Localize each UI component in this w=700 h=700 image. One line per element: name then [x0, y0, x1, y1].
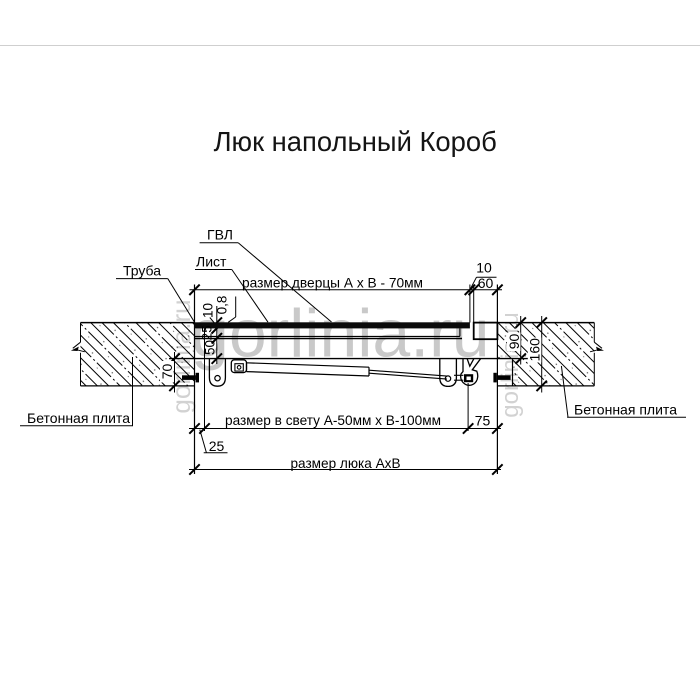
- svg-text:Бетонная плита: Бетонная плита: [27, 410, 130, 426]
- svg-text:0,8: 0,8: [215, 296, 230, 315]
- svg-text:размер дверцы А х В - 70мм: размер дверцы А х В - 70мм: [242, 274, 423, 290]
- svg-text:10: 10: [476, 260, 492, 276]
- svg-text:Труба: Труба: [123, 263, 161, 279]
- svg-text:25: 25: [209, 438, 225, 454]
- svg-text:ГВЛ: ГВЛ: [207, 227, 233, 243]
- svg-text:размер в свету А-50мм х В-100м: размер в свету А-50мм х В-100мм: [225, 412, 441, 428]
- svg-text:70: 70: [159, 364, 175, 380]
- svg-text:25: 25: [200, 325, 215, 340]
- svg-text:50: 50: [203, 340, 218, 355]
- svg-text:90: 90: [506, 334, 522, 350]
- svg-text:Лист: Лист: [196, 253, 227, 269]
- svg-text:Люк напольный Короб: Люк напольный Короб: [214, 126, 497, 157]
- svg-text:160: 160: [527, 338, 543, 362]
- svg-text:размер люка АхВ: размер люка АхВ: [291, 455, 401, 471]
- svg-text:60: 60: [478, 275, 494, 291]
- svg-text:10: 10: [201, 303, 216, 318]
- svg-text:Бетонная плита: Бетонная плита: [574, 402, 677, 418]
- svg-text:75: 75: [475, 413, 491, 429]
